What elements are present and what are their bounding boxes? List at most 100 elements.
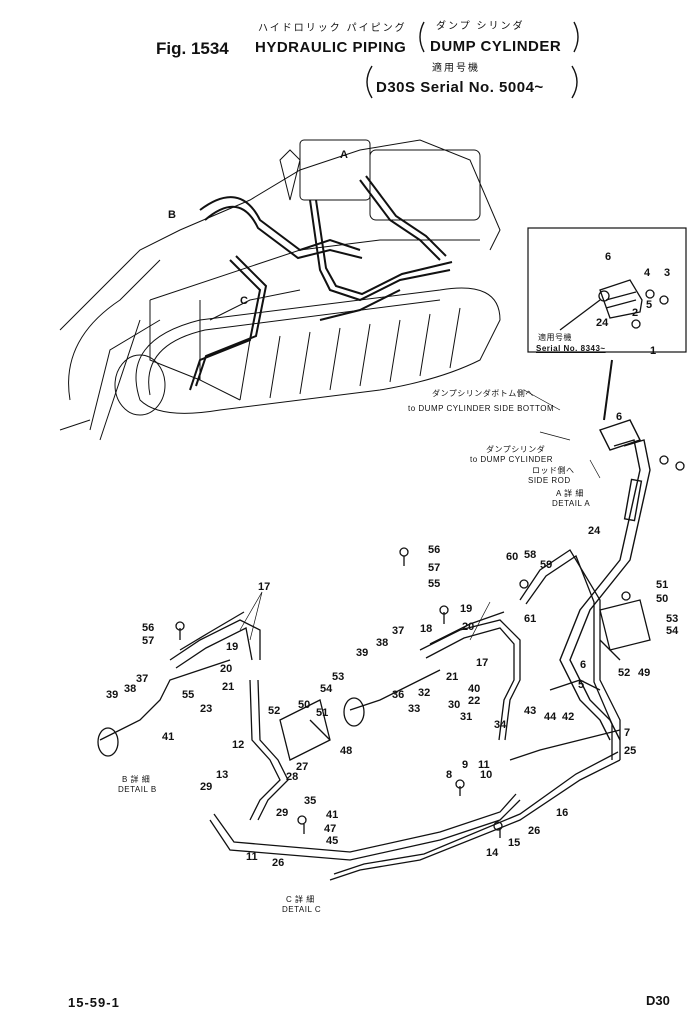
part-number: 27 bbox=[296, 761, 309, 773]
part-number: 11 bbox=[478, 759, 490, 771]
lower-pipes bbox=[97, 295, 685, 881]
page-number: 15-59-1 bbox=[68, 995, 120, 1010]
part-number: 37 bbox=[136, 673, 149, 685]
part-number: 5 bbox=[578, 679, 585, 691]
part-number: 26 bbox=[528, 825, 541, 837]
inset-serial-en: Serial No. 8343~ bbox=[536, 344, 606, 353]
callout-dump-bottom-jp: ダンプシリンダボトム側へ bbox=[432, 389, 534, 398]
part-number: 20 bbox=[462, 621, 475, 633]
view-c-label: C bbox=[240, 295, 248, 307]
part-number: 17 bbox=[476, 657, 489, 669]
part-number: 3 bbox=[664, 267, 671, 279]
part-number: 10 bbox=[480, 769, 493, 781]
part-number: 29 bbox=[276, 807, 289, 819]
view-b-label: B bbox=[168, 209, 176, 221]
part-number: 47 bbox=[324, 823, 337, 835]
part-number: 20 bbox=[220, 663, 233, 675]
part-number: 24 bbox=[596, 317, 609, 329]
part-number: 55 bbox=[428, 578, 441, 590]
part-number: 41 bbox=[162, 731, 175, 743]
part-number: 15 bbox=[508, 837, 521, 849]
callout-dump-bottom-en: to DUMP CYLINDER SIDE BOTTOM bbox=[408, 404, 555, 413]
part-number: 52 bbox=[618, 667, 631, 679]
part-number: 29 bbox=[200, 781, 213, 793]
part-number: 53 bbox=[666, 613, 679, 625]
part-number: 25 bbox=[624, 745, 637, 757]
serial-english: D30S Serial No. 5004~ bbox=[376, 79, 544, 96]
part-number: 51 bbox=[656, 579, 669, 591]
part-number: 61 bbox=[524, 613, 537, 625]
part-number: 6 bbox=[605, 251, 612, 263]
part-number: 23 bbox=[200, 703, 213, 715]
part-number: 8 bbox=[446, 769, 453, 781]
part-number: 13 bbox=[216, 769, 229, 781]
subtitle-english: DUMP CYLINDER bbox=[430, 38, 562, 55]
part-number: 36 bbox=[392, 689, 405, 701]
title-english: HYDRAULIC PIPING bbox=[255, 39, 407, 56]
inset-frame bbox=[527, 227, 687, 353]
part-number: 7 bbox=[624, 727, 631, 739]
part-number: 24 bbox=[588, 525, 601, 537]
bracket-left-2 bbox=[366, 65, 373, 99]
part-number: 21 bbox=[446, 671, 459, 683]
part-number: 40 bbox=[468, 683, 481, 695]
part-number: 60 bbox=[506, 551, 519, 563]
detail-b-en: DETAIL B bbox=[118, 785, 157, 794]
part-number: 54 bbox=[666, 625, 679, 637]
part-number: 41 bbox=[326, 809, 339, 821]
part-number: 11 bbox=[246, 851, 258, 863]
part-number: 53 bbox=[332, 671, 345, 683]
part-number: 57 bbox=[142, 635, 155, 647]
part-number: 2 bbox=[632, 307, 639, 319]
detail-a-jp: A 詳 細 bbox=[556, 489, 584, 498]
part-number: 12 bbox=[232, 739, 245, 751]
part-number: 6 bbox=[616, 411, 623, 423]
bracket-right bbox=[573, 21, 579, 53]
part-number: 16 bbox=[556, 807, 569, 819]
title-japanese: ハイドロリック パイピング bbox=[258, 23, 407, 34]
machine-pipes bbox=[189, 175, 453, 391]
part-number: 34 bbox=[494, 719, 507, 731]
part-number: 50 bbox=[298, 699, 311, 711]
model-code: D30 bbox=[646, 993, 670, 1008]
part-number: 14 bbox=[486, 847, 499, 859]
bracket-right-2 bbox=[571, 65, 578, 99]
part-number: 54 bbox=[320, 683, 333, 695]
part-number: 56 bbox=[428, 544, 441, 556]
part-number: 50 bbox=[656, 593, 669, 605]
part-number: 4 bbox=[644, 267, 651, 279]
detail-a-en: DETAIL A bbox=[552, 499, 591, 508]
part-number: 39 bbox=[356, 647, 369, 659]
callout-dump-rod-en: to DUMP CYLINDER bbox=[470, 455, 553, 464]
part-number: 52 bbox=[268, 705, 281, 717]
detail-a-pipes bbox=[559, 419, 651, 741]
bracket-left bbox=[419, 21, 425, 53]
part-number: 42 bbox=[562, 711, 575, 723]
part-number: 45 bbox=[326, 835, 339, 847]
callout-rod-side-en: SIDE ROD bbox=[528, 476, 571, 485]
part-number: 51 bbox=[316, 707, 329, 719]
subtitle-japanese: ダンプ シリンダ bbox=[436, 21, 525, 32]
part-number: 37 bbox=[392, 625, 405, 637]
part-number: 30 bbox=[448, 699, 461, 711]
part-number: 32 bbox=[418, 687, 431, 699]
inset-parts bbox=[559, 279, 655, 331]
part-number: 38 bbox=[376, 637, 389, 649]
leader-inset bbox=[603, 359, 613, 421]
part-number: 33 bbox=[408, 703, 421, 715]
part-number: 58 bbox=[524, 549, 537, 561]
part-number: 35 bbox=[304, 795, 317, 807]
callout-rod-side-jp: ロッド側へ bbox=[532, 466, 575, 475]
part-number: 26 bbox=[272, 857, 285, 869]
figure-label: Fig. 1534 bbox=[156, 39, 229, 58]
part-number: 19 bbox=[226, 641, 239, 653]
tractor-body bbox=[59, 139, 501, 441]
leader-lines bbox=[239, 389, 601, 641]
part-number: 17 bbox=[258, 581, 271, 593]
detail-c-jp: C 詳 細 bbox=[286, 895, 315, 904]
part-number: 5 bbox=[646, 299, 653, 311]
part-number: 56 bbox=[142, 622, 155, 634]
part-number: 57 bbox=[428, 562, 441, 574]
part-number: 43 bbox=[524, 705, 537, 717]
